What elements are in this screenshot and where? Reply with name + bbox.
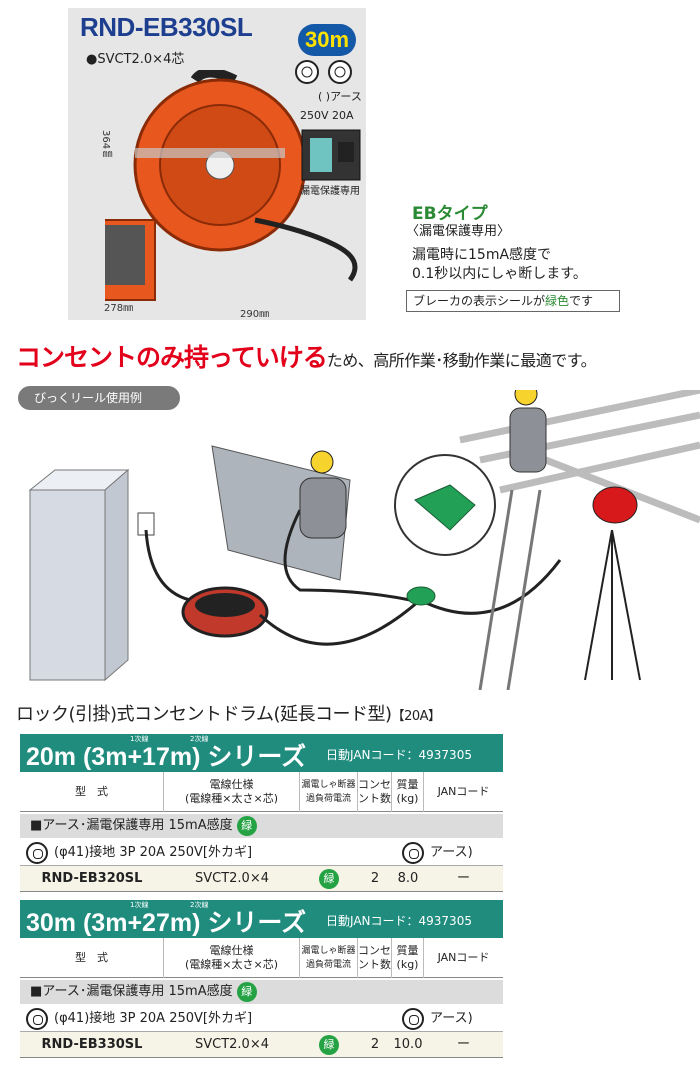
col-jan: JANコード (437, 785, 490, 798)
row-model: RND-EB330SL (41, 1037, 143, 1052)
col-breaker: 漏電しゃ断器 過負荷電流 (300, 772, 358, 812)
outlet-icon (400, 840, 426, 866)
col-model: 型 式 (20, 772, 164, 812)
seal-note-text: ブレーカの表示シールが (413, 294, 546, 308)
row-model: RND-EB320SL (41, 871, 143, 886)
col-cable: 電線仕様 (電線種×太さ×芯) (164, 938, 300, 978)
length-badge: 30m (298, 24, 356, 56)
green-badge: 緑 (236, 815, 257, 836)
spec-row: (φ41)接地 3P 20A 250V[外カギ] アース) (20, 840, 503, 866)
col-breaker: 漏電しゃ断器 過負荷電流 (300, 938, 358, 978)
spec-text: (φ41)接地 3P 20A 250V[外カギ] (54, 1011, 253, 1026)
row-outlets: 2 (370, 1037, 380, 1052)
cable-spec: ●SVCT2.0×4芯 (86, 52, 185, 67)
spec-text: (φ41)接地 3P 20A 250V[外カギ] (54, 845, 253, 860)
seal-note-green: 緑色 (545, 294, 570, 308)
series-jan: 日動JANコード：4937305 (326, 914, 472, 928)
earth-label: ( )アース (318, 90, 362, 103)
row-outlets: 2 (370, 871, 380, 886)
headline-red: コンセントのみ持っていける (16, 343, 328, 372)
eb-type-subtitle: 〈漏電保護専用〉 (406, 224, 511, 239)
series-note-1: 1次線 (130, 735, 149, 743)
eb-type-desc-2: 0.1秒以内にしゃ断します。 (412, 266, 587, 282)
col-outlets: コンセ ント数 (358, 938, 392, 978)
dimension-width1: 278㎜ (104, 303, 134, 314)
series-header-20m: 20m (3m+17m) シリーズ 1次線 2次線 日動JANコード：49373… (20, 734, 503, 772)
spec-earth: アース) (430, 1011, 473, 1026)
col-cable: 電線仕様 (電線種×太さ×芯) (164, 772, 300, 812)
col-weight: 質量 (kg) (392, 772, 424, 812)
table-heading: ロック(引掛)式コンセントドラム(延長コード型)【20A】 (16, 700, 441, 726)
table-header-row: 型 式 電線仕様 (電線種×太さ×芯) 漏電しゃ断器 過負荷電流 コンセ ント数… (20, 772, 503, 812)
green-badge: 緑 (236, 981, 257, 1002)
eb-type-desc-1: 漏電時に15mA感度で (412, 247, 552, 263)
table-heading-main: ロック(引掛)式コンセントドラム(延長コード型) (16, 704, 392, 725)
series-note-1: 1次線 (130, 901, 149, 909)
col-jan: JANコード (437, 951, 490, 964)
row-breaker: 緑 (300, 866, 358, 892)
outlet-icon (400, 1006, 426, 1032)
series-title: 20m (3m+17m) シリーズ (26, 743, 307, 771)
table-row: RND-EB320SL SVCT2.0×4 緑 2 8.0 ー (20, 866, 503, 892)
outlet-icon (24, 1006, 50, 1032)
usage-illustration (28, 390, 700, 690)
dimension-width2: 290㎜ (240, 309, 270, 320)
outlet-icons (295, 60, 352, 84)
dimension-height: 364㎜ (100, 130, 111, 160)
row-weight: 10.0 (393, 1037, 423, 1052)
col-outlets: コンセ ント数 (358, 772, 392, 812)
col-weight: 質量 (kg) (392, 938, 424, 978)
row-jan: ー (456, 1037, 470, 1052)
row-breaker: 緑 (300, 1032, 358, 1058)
row-breaker-badge: 緑 (319, 868, 339, 889)
spec-row: (φ41)接地 3P 20A 250V[外カギ] アース) (20, 1006, 503, 1032)
table-heading-rating: 【20A】 (391, 709, 441, 724)
outlet-icon (24, 840, 50, 866)
category-label: ■アース･漏電保護専用 15mA感度 (30, 984, 233, 999)
breaker-caption: 漏電保護専用 (300, 186, 360, 197)
series-jan: 日動JANコード：4937305 (326, 748, 472, 762)
cord-reel-illustration (105, 70, 358, 301)
row-jan: ー (456, 871, 470, 886)
category-row: ■アース･漏電保護専用 15mA感度 緑 (20, 980, 503, 1004)
spec-earth: アース) (430, 845, 473, 860)
category-row: ■アース･漏電保護専用 15mA感度 緑 (20, 814, 503, 838)
row-breaker-badge: 緑 (319, 1034, 339, 1055)
row-cable: SVCT2.0×4 (194, 1037, 269, 1052)
category-label: ■アース･漏電保護専用 15mA感度 (30, 818, 233, 833)
breaker-illustration (301, 129, 361, 181)
table-header-row: 型 式 電線仕様 (電線種×太さ×芯) 漏電しゃ断器 過負荷電流 コンセ ント数… (20, 938, 503, 978)
model-title: RND-EB330SL (80, 12, 253, 42)
row-cable: SVCT2.0×4 (194, 871, 269, 886)
rating-label: 250V 20A (300, 109, 354, 122)
series-header-30m: 30m (3m+27m) シリーズ 1次線 2次線 日動JANコード：49373… (20, 900, 503, 938)
table-row: RND-EB330SL SVCT2.0×4 緑 2 10.0 ー (20, 1032, 503, 1058)
seal-note: ブレーカの表示シールが緑色です (406, 290, 620, 312)
usage-example-badge: びっくリール使用例 (18, 386, 180, 410)
seal-note-end: です (569, 294, 594, 308)
eb-type-title: EBタイプ (412, 204, 488, 224)
series-note-2: 2次線 (190, 735, 209, 743)
headline-rest: ため、高所作業･移動作業に最適です。 (326, 351, 597, 370)
headline: コンセントのみ持っていけるため、高所作業･移動作業に最適です。 (16, 338, 597, 374)
series-title: 30m (3m+27m) シリーズ (26, 909, 307, 937)
series-note-2: 2次線 (190, 901, 209, 909)
col-model: 型 式 (20, 938, 164, 978)
row-weight: 8.0 (397, 871, 419, 886)
